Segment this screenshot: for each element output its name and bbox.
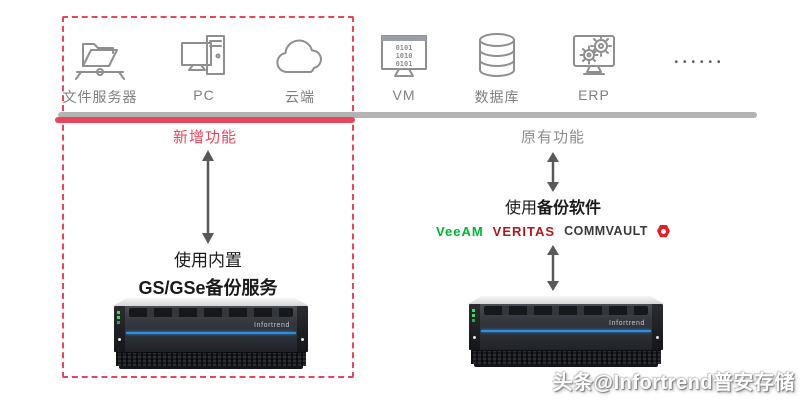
appliance-vents	[484, 306, 648, 315]
left-flow-text: 使用内置 GS/GSe备份服务	[98, 246, 318, 300]
new-features-bar	[55, 117, 355, 123]
vm-binary-text: 0101 1010 0101	[395, 44, 413, 69]
old-features-label: 原有功能	[520, 129, 585, 146]
veritas-logo: VERITAS	[492, 223, 556, 239]
appliance-vents	[129, 308, 293, 317]
appliance-brand-text: Infortrend	[609, 320, 645, 327]
left-double-arrow	[202, 150, 214, 244]
right-flow-prefix: 使用	[504, 200, 537, 217]
appliance-lid	[113, 298, 309, 306]
source-label: 文件服务器	[62, 89, 138, 105]
source-vm: 0101 1010 0101 VM	[356, 28, 452, 103]
pc-icon	[181, 35, 225, 75]
appliance-blue-led-bar	[126, 332, 296, 334]
appliance-base	[474, 364, 658, 367]
appliance-left-ear	[114, 306, 125, 352]
source-label: 数据库	[474, 89, 520, 105]
source-pc: PC	[156, 28, 252, 103]
appliance-status-leds	[117, 311, 120, 314]
source-label: VM	[392, 87, 416, 103]
backup-vendor-logos: VeeAM VERITAS COMMVAULT	[428, 221, 678, 241]
commvault-hexagon-icon	[656, 224, 670, 238]
source-label: 云端	[285, 89, 315, 105]
new-features-dashed-box	[62, 16, 354, 378]
appliance-blue-led-bar	[481, 330, 651, 332]
commvault-logo: COMMVAULT	[564, 224, 648, 238]
veeam-logo: VeeAM	[436, 223, 484, 239]
source-database: 数据库	[449, 28, 545, 107]
appliance-right-ear	[652, 304, 663, 350]
appliance-right-ear	[297, 306, 308, 352]
file-server-icon	[75, 43, 125, 80]
cloud-icon	[276, 39, 322, 74]
appliance-body: Infortrend	[114, 306, 308, 352]
source-label: ERP	[578, 87, 610, 103]
right-upper-double-arrow	[547, 152, 559, 192]
source-erp: ERP	[546, 28, 642, 103]
vm-icon	[381, 35, 427, 77]
database-icon	[479, 33, 515, 77]
appliance-base	[119, 366, 303, 369]
appliance-status-leds	[472, 309, 475, 312]
source-cloud: 云端	[252, 28, 348, 107]
right-flow-text: 使用备份软件	[453, 194, 653, 218]
source-file-server: 文件服务器	[52, 28, 148, 107]
appliance-body: Infortrend	[469, 304, 663, 350]
right-storage-appliance: Infortrend	[467, 296, 665, 367]
erp-icon	[573, 35, 615, 75]
toutiao-watermark: 头条@Infortrend普安存储	[552, 372, 795, 394]
source-label: PC	[193, 87, 215, 103]
left-storage-appliance: Infortrend	[112, 298, 310, 369]
right-lower-double-arrow	[547, 245, 559, 291]
appliance-left-ear	[469, 304, 480, 350]
appliance-grille	[116, 352, 306, 366]
more-sources-dots: ••••••	[674, 57, 726, 68]
right-flow-bold: 备份软件	[537, 200, 602, 217]
new-features-label: 新增功能	[172, 129, 237, 146]
left-flow-line2: GS/GSe备份服务	[138, 278, 278, 298]
left-flow-line1: 使用内置	[174, 251, 242, 270]
appliance-lid	[468, 296, 664, 304]
old-features-bar	[58, 112, 757, 118]
appliance-brand-text: Infortrend	[254, 322, 290, 329]
appliance-grille	[471, 350, 661, 364]
